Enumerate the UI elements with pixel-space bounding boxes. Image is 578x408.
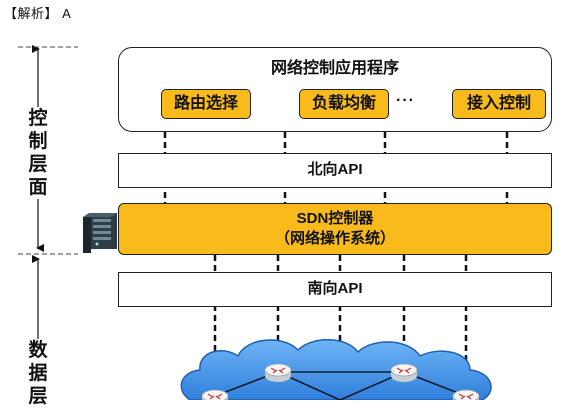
app-load-balancing: 负载均衡 <box>299 89 389 119</box>
data-plane-char: 据 <box>28 363 48 384</box>
router-icon <box>452 389 480 400</box>
control-plane-char: 控 <box>28 108 48 129</box>
answer-header: 【解析】 A <box>4 6 72 21</box>
southbound-api-box: 南向API <box>118 272 552 307</box>
router-icon <box>264 363 292 383</box>
router-icon <box>201 389 229 400</box>
control-plane-char: 层 <box>28 154 48 175</box>
controller-subtitle: （网络操作系统） <box>274 230 395 247</box>
controller-title: SDN控制器 <box>296 210 374 227</box>
data-plane-char: 层 <box>28 386 48 407</box>
server-icon <box>83 213 117 253</box>
sdn-controller-box: SDN控制器 （网络操作系统） <box>118 203 552 255</box>
app-routing: 路由选择 <box>161 89 251 119</box>
application-layer-title: 网络控制应用程序 <box>270 60 399 77</box>
router-icon <box>390 363 418 383</box>
app-access-control: 接入控制 <box>452 89 546 119</box>
network-cloud <box>180 339 492 400</box>
control-plane-char: 制 <box>28 131 48 152</box>
control-plane-label: 控 制 层 面 <box>24 107 52 199</box>
control-plane-char: 面 <box>28 177 48 198</box>
app-ellipsis: ··· <box>396 92 415 109</box>
data-plane-char: 数 <box>28 340 48 361</box>
data-plane-label: 数 据 层 <box>24 339 52 408</box>
northbound-api-box: 北向API <box>118 153 552 188</box>
